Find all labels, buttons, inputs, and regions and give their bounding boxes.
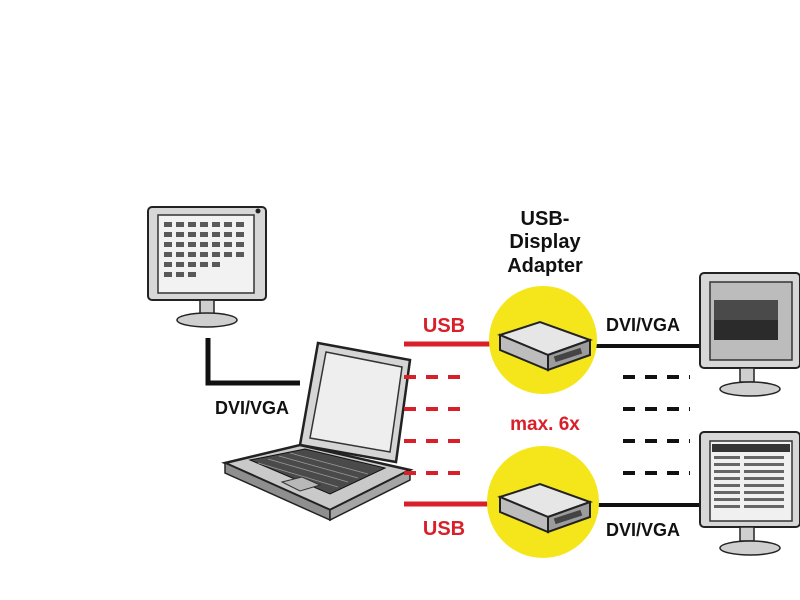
laptop: [221, 341, 414, 522]
right-monitor-top: [699, 272, 800, 397]
title-line-3: Adapter: [507, 255, 583, 277]
adapter-top: [489, 286, 597, 394]
dvi-cable-left: [205, 338, 300, 386]
adapter-bottom: [487, 446, 599, 558]
screen-icon-grid: [164, 222, 244, 277]
usb-label-bottom: USB: [423, 518, 465, 540]
dvi-label-left: DVI/VGA: [215, 398, 289, 418]
dvi-label-bottom-right: DVI/VGA: [606, 520, 680, 540]
usb-cables: [404, 341, 505, 507]
dvi-cables-right: [590, 344, 700, 507]
usb-label-top: USB: [423, 315, 465, 337]
max-count-label: max. 6x: [510, 414, 580, 435]
dvi-label-top-right: DVI/VGA: [606, 315, 680, 335]
title-line-1: USB-: [521, 208, 570, 230]
left-monitor: [147, 206, 267, 328]
right-monitor-bottom: [699, 431, 800, 556]
title-line-2: Display: [509, 231, 581, 253]
